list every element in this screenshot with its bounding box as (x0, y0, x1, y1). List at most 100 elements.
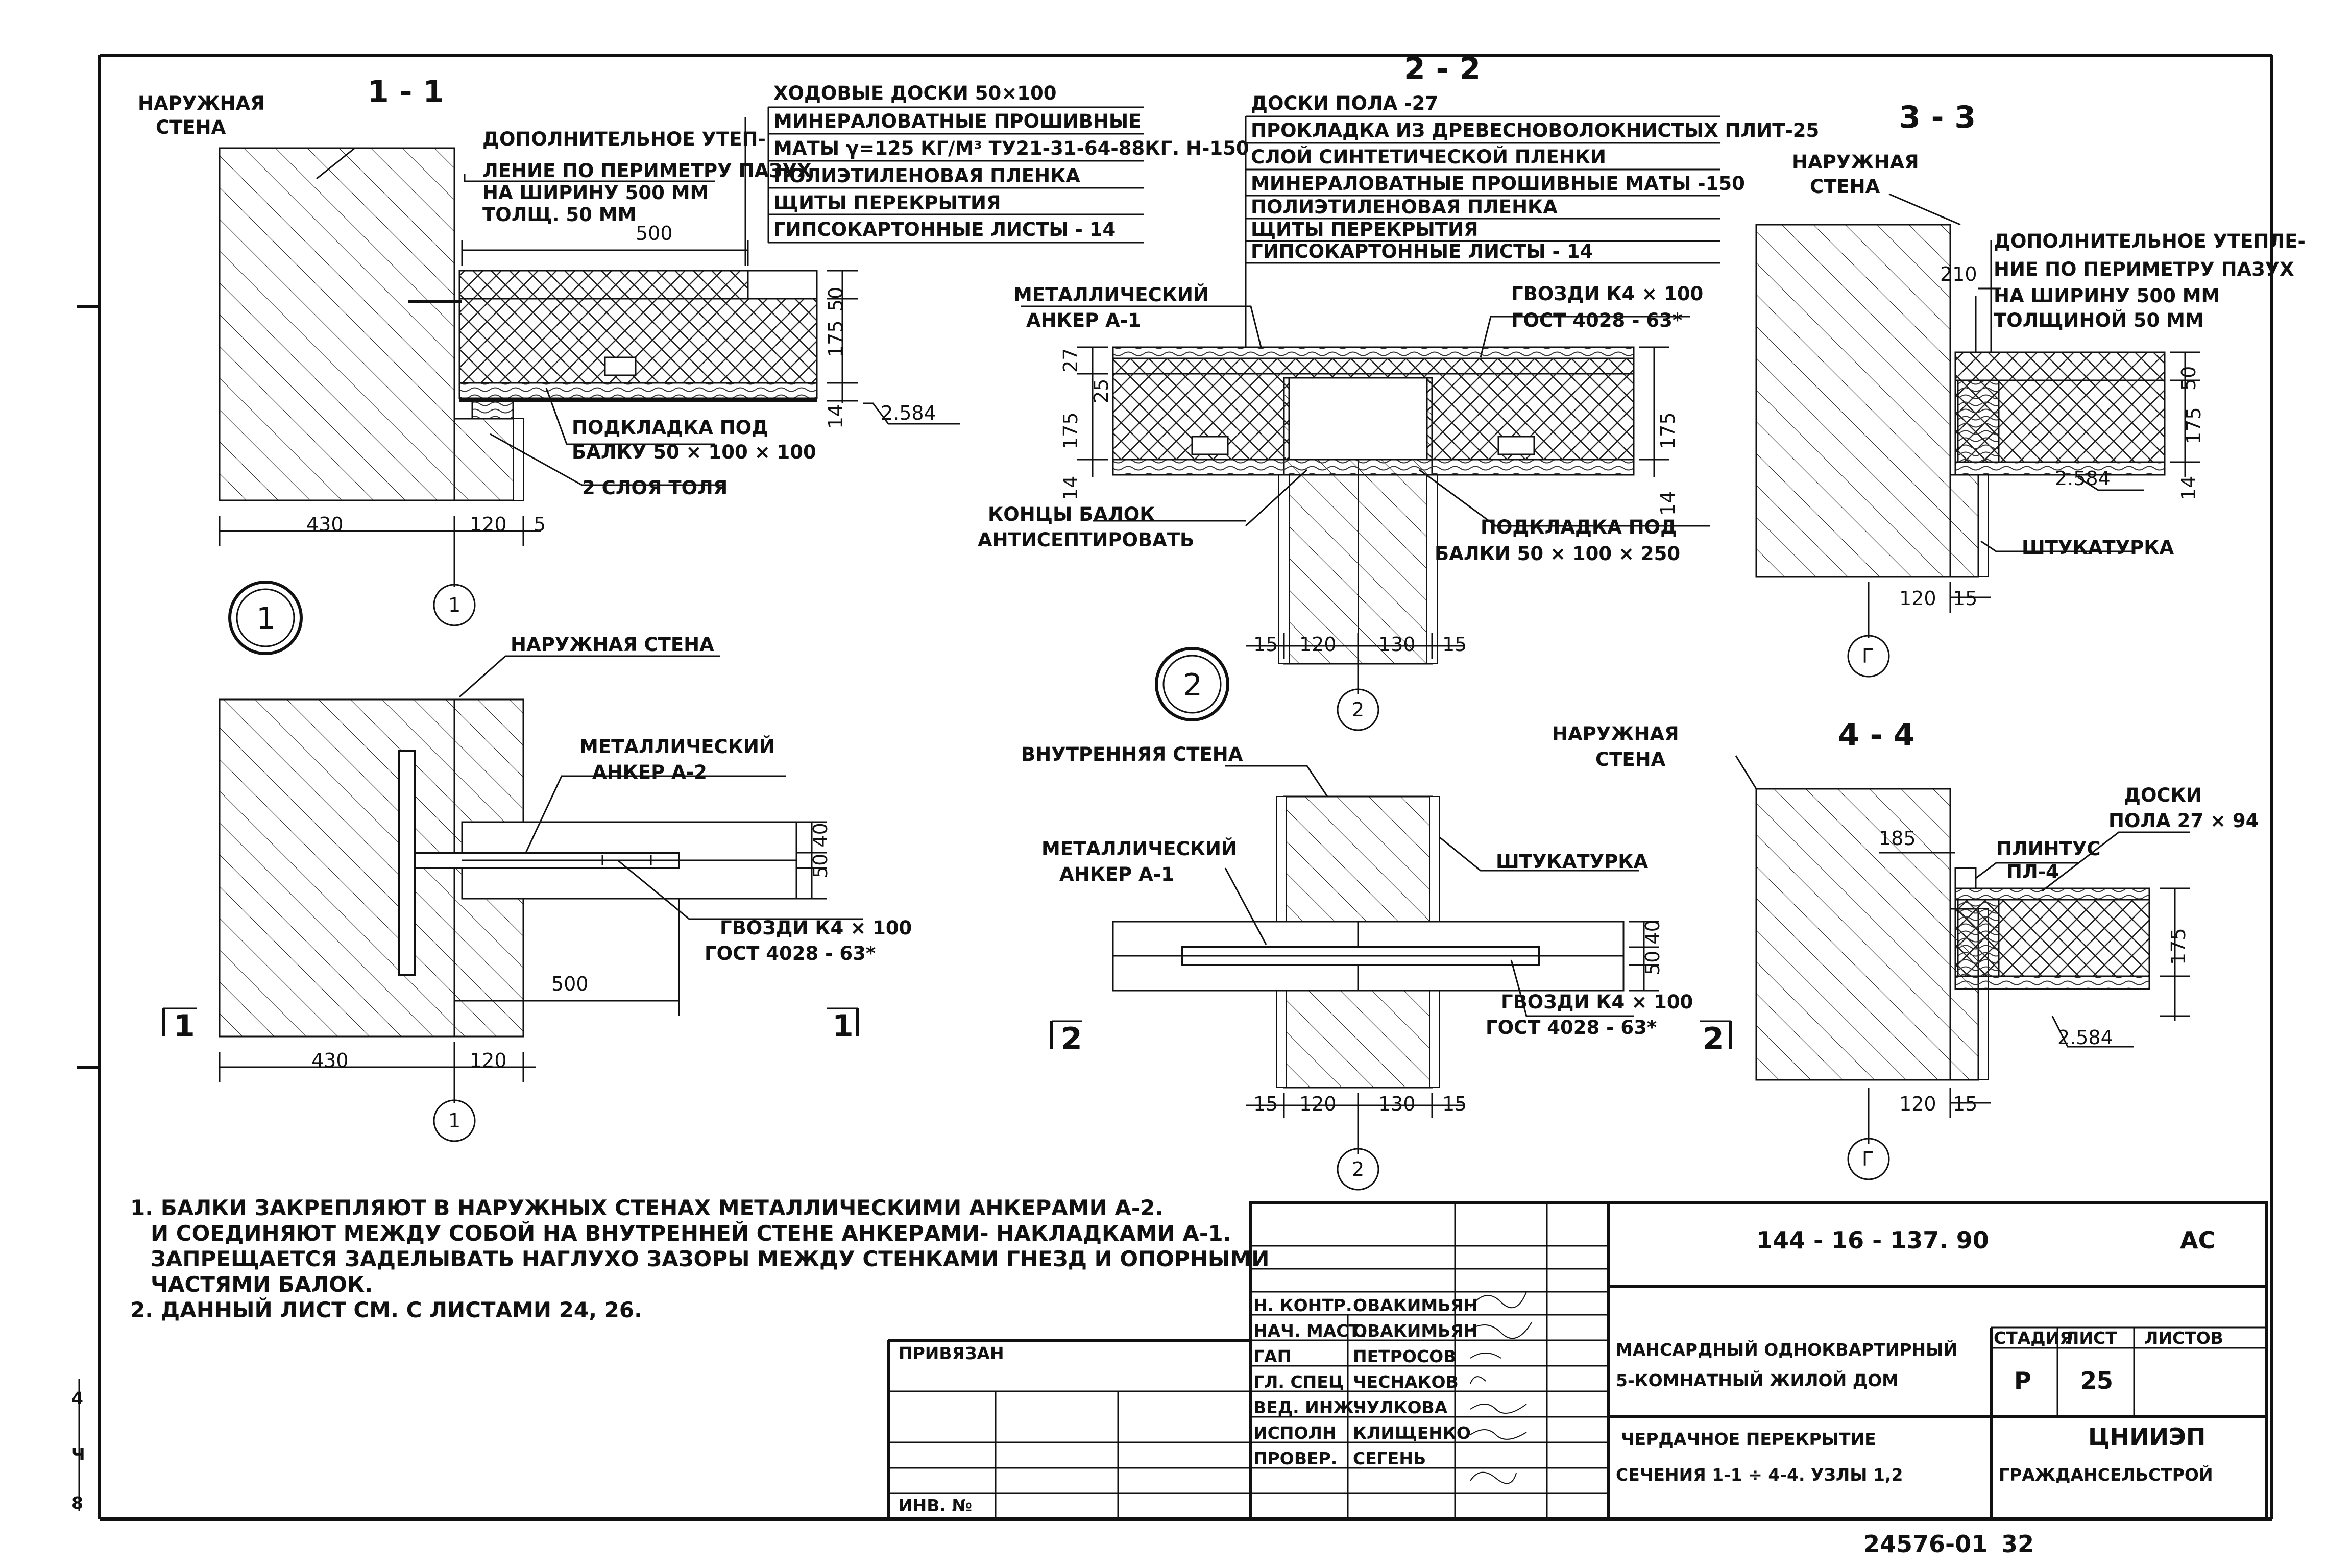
dim-50-s1: 50 (825, 287, 847, 311)
role-4: ВЕД. ИНЖ. (1253, 1397, 1360, 1417)
name-3: ЧЕСНАКОВ (1353, 1372, 1459, 1392)
section-title-4-4: 4 - 4 (1838, 717, 1914, 753)
sheet-title-2: СЕЧЕНИЯ 1-1 ÷ 4-4. УЗЛЫ 1,2 (1616, 1465, 1903, 1485)
role-5: ИСПОЛН (1253, 1423, 1337, 1443)
sheet-header: ЛИСТ (2065, 1328, 2117, 1348)
dim-175-s4: 175 (2167, 928, 2190, 965)
note-1c: ЗАПРЕЩАЕТСЯ ЗАДЕЛЫВАТЬ НАГЛУХО ЗАЗОРЫ МЕ… (151, 1246, 1269, 1271)
section-title-2-2: 2 - 2 (1404, 51, 1481, 87)
layer-1-4: ЩИТЫ ПЕРЕКРЫТИЯ (773, 192, 1001, 214)
dim-120-s2: 120 (1299, 633, 1337, 656)
layer-2-2: СЛОЙ СИНТЕТИЧЕСКОЙ ПЛЕНКИ (1251, 146, 1606, 168)
dim-175-s3: 175 (2183, 407, 2205, 444)
label-pad-2a: ПОДКЛАДКА ПОД (1481, 516, 1677, 538)
label-anchor-a1-p2a: МЕТАЛЛИЧЕСКИЙ (1041, 837, 1237, 860)
dim-15-p2b: 15 (1442, 1093, 1467, 1115)
label-pad-1b: БАЛКУ 50 × 100 × 100 (572, 441, 816, 463)
dim-430-p1: 430 (311, 1049, 349, 1072)
cut-mark-2-left: 2 (1061, 1021, 1082, 1057)
dim-15-s2a: 15 (1253, 633, 1278, 656)
section-1-1 (219, 117, 960, 655)
label-extra-insul-3b: НИЕ ПО ПЕРИМЕТРУ ПАЗУХ (1994, 258, 2294, 280)
label-plinth-a: ПЛИНТУС (1996, 838, 2101, 860)
node-mark-2: 2 (1183, 667, 1202, 703)
stage-header: СТАДИЯ (1994, 1328, 2073, 1348)
layer-2-6: ГИПСОКАРТОННЫЕ ЛИСТЫ - 14 (1251, 240, 1593, 262)
cut-mark-1-right: 1 (832, 1008, 854, 1044)
dim-14-s2b: 14 (1657, 491, 1679, 516)
sheet-frame (77, 54, 2273, 1521)
layer-2-5: ЩИТЫ ПЕРЕКРЫТИЯ (1251, 219, 1479, 240)
dim-15-s3: 15 (1953, 587, 1977, 610)
elev-s1: 2.584 (881, 402, 936, 424)
section-title-3-3: 3 - 3 (1899, 100, 1976, 135)
dim-5-s1: 5 (534, 513, 546, 536)
dim-175-s2b: 175 (1657, 412, 1679, 449)
label-nails-p2a: ГВОЗДИ К4 × 100 (1501, 991, 1693, 1013)
label-anchor-a1-s2b: АНКЕР А-1 (1026, 309, 1141, 331)
axis-mark-2a: 2 (1352, 698, 1364, 721)
section-4-4 (1735, 755, 2190, 1180)
label-nails-s2a: ГВОЗДИ К4 × 100 (1511, 283, 1703, 305)
signature-names: ОВАКИМЬЯН ОВАКИМЬЯН ПЕТРОСОВ ЧЕСНАКОВ ЧУ… (1353, 1295, 1477, 1468)
section-2-2 (1021, 305, 1710, 731)
elev-s4: 2.584 (2057, 1026, 2113, 1049)
node-mark-1: 1 (256, 601, 276, 637)
margin-mark-1: Ч (71, 1444, 85, 1464)
label-inner-wall: ВНУТРЕННЯЯ СТЕНА (1021, 743, 1243, 765)
name-4: ЧУЛКОВА (1353, 1397, 1448, 1417)
layer-list-1: ХОДОВЫЕ ДОСКИ 50×100 МИНЕРАЛОВАТНЫЕ ПРОШ… (767, 82, 1249, 244)
margin-mark-0: 4 (71, 1388, 83, 1408)
cut-mark-1-left: 1 (174, 1008, 195, 1044)
label-boards-b: ПОЛА 27 × 94 (2108, 810, 2259, 832)
label-pad-2b: БАЛКИ 50 × 100 × 250 (1435, 543, 1680, 565)
dim-120-s1: 120 (470, 513, 507, 536)
org-line-1: ЦНИИЭП (2088, 1423, 2205, 1451)
dim-15-s4: 15 (1953, 1093, 1977, 1115)
dim-210: 210 (1940, 263, 1977, 285)
layer-2-1: ПРОКЛАДКА ИЗ ДРЕВЕСНОВОЛОКНИСТЫХ ПЛИТ-25 (1251, 119, 1819, 141)
dim-14-s2a: 14 (1059, 476, 1082, 500)
axis-mark-2b: 2 (1352, 1158, 1364, 1180)
dim-120-s3: 120 (1899, 587, 1936, 610)
dim-175-s1: 175 (825, 320, 847, 357)
dim-50-40-p2: 50 40 (1641, 920, 1664, 975)
project-line-2: 5-КОМНАТНЫЙ ЖИЛОЙ ДОМ (1616, 1370, 1899, 1390)
role-1: НАЧ. МАСТ. (1253, 1321, 1367, 1341)
dim-25-s2: 25 (1090, 379, 1112, 403)
note-1b: И СОЕДИНЯЮТ МЕЖДУ СОБОЙ НА ВНУТРЕННЕЙ СТ… (151, 1220, 1231, 1246)
sheet-title-1: ЧЕРДАЧНОЕ ПЕРЕКРЫТИЕ (1621, 1429, 1876, 1449)
axis-mark-g-b: Г (1862, 1148, 1874, 1170)
layer-2-4: ПОЛИЭТИЛЕНОВАЯ ПЛЕНКА (1251, 196, 1558, 218)
dim-130-s2: 130 (1378, 633, 1416, 656)
label-nails-p1a: ГВОЗДИ К4 × 100 (720, 917, 912, 939)
label-nails-p2b: ГОСТ 4028 - 63* (1486, 1017, 1657, 1039)
dim-500-s1: 500 (636, 222, 673, 245)
label-extra-insul-1b: ЛЕНИЕ ПО ПЕРИМЕТРУ ПАЗУХ (482, 160, 812, 182)
name-6: СЕГЕНЬ (1353, 1449, 1426, 1468)
cut-markers (162, 1007, 1732, 1049)
dim-15-p2a: 15 (1253, 1093, 1278, 1115)
label-outer-wall-1b: СТЕНА (156, 116, 226, 138)
dim-15-s2b: 15 (1442, 633, 1467, 656)
layer-1-2: МАТЫ γ=125 КГ/М³ ТУ21-31-64-88КГ. Н-150 (773, 137, 1249, 159)
section-3-3 (1755, 193, 2200, 678)
signature-roles: Н. КОНТР. НАЧ. МАСТ. ГАП ГЛ. СПЕЦ ВЕД. И… (1253, 1295, 1367, 1468)
dim-120-s4: 120 (1899, 1093, 1936, 1115)
label-pad-1a: ПОДКЛАДКА ПОД (572, 417, 768, 439)
doc-mark: АС (2180, 1226, 2215, 1254)
archive-code: 24576-01 (1863, 1530, 1988, 1558)
label-plinth-b: ПЛ-4 (2006, 861, 2059, 883)
label-outer-wall-1: НАРУЖНАЯ (138, 92, 265, 114)
label-nails-s2b: ГОСТ 4028 - 63* (1511, 309, 1682, 331)
label-outer-wall-plan: НАРУЖНАЯ СТЕНА (511, 634, 714, 656)
dim-130-p2: 130 (1378, 1093, 1416, 1115)
label-anchor-a1-p2b: АНКЕР А-1 (1059, 863, 1174, 885)
label-extra-insul-1c: НА ШИРИНУ 500 ММ (482, 182, 709, 204)
layer-1-1: МИНЕРАЛОВАТНЫЕ ПРОШИВНЫЕ (773, 110, 1142, 132)
sheets-header: ЛИСТОВ (2144, 1328, 2223, 1348)
label-extra-insul-3a: ДОПОЛНИТЕЛЬНОЕ УТЕПЛЕ- (1994, 230, 2306, 252)
dim-175-s2a: 175 (1059, 412, 1082, 449)
label-extra-insul-1d: ТОЛЩ. 50 ММ (482, 204, 636, 226)
